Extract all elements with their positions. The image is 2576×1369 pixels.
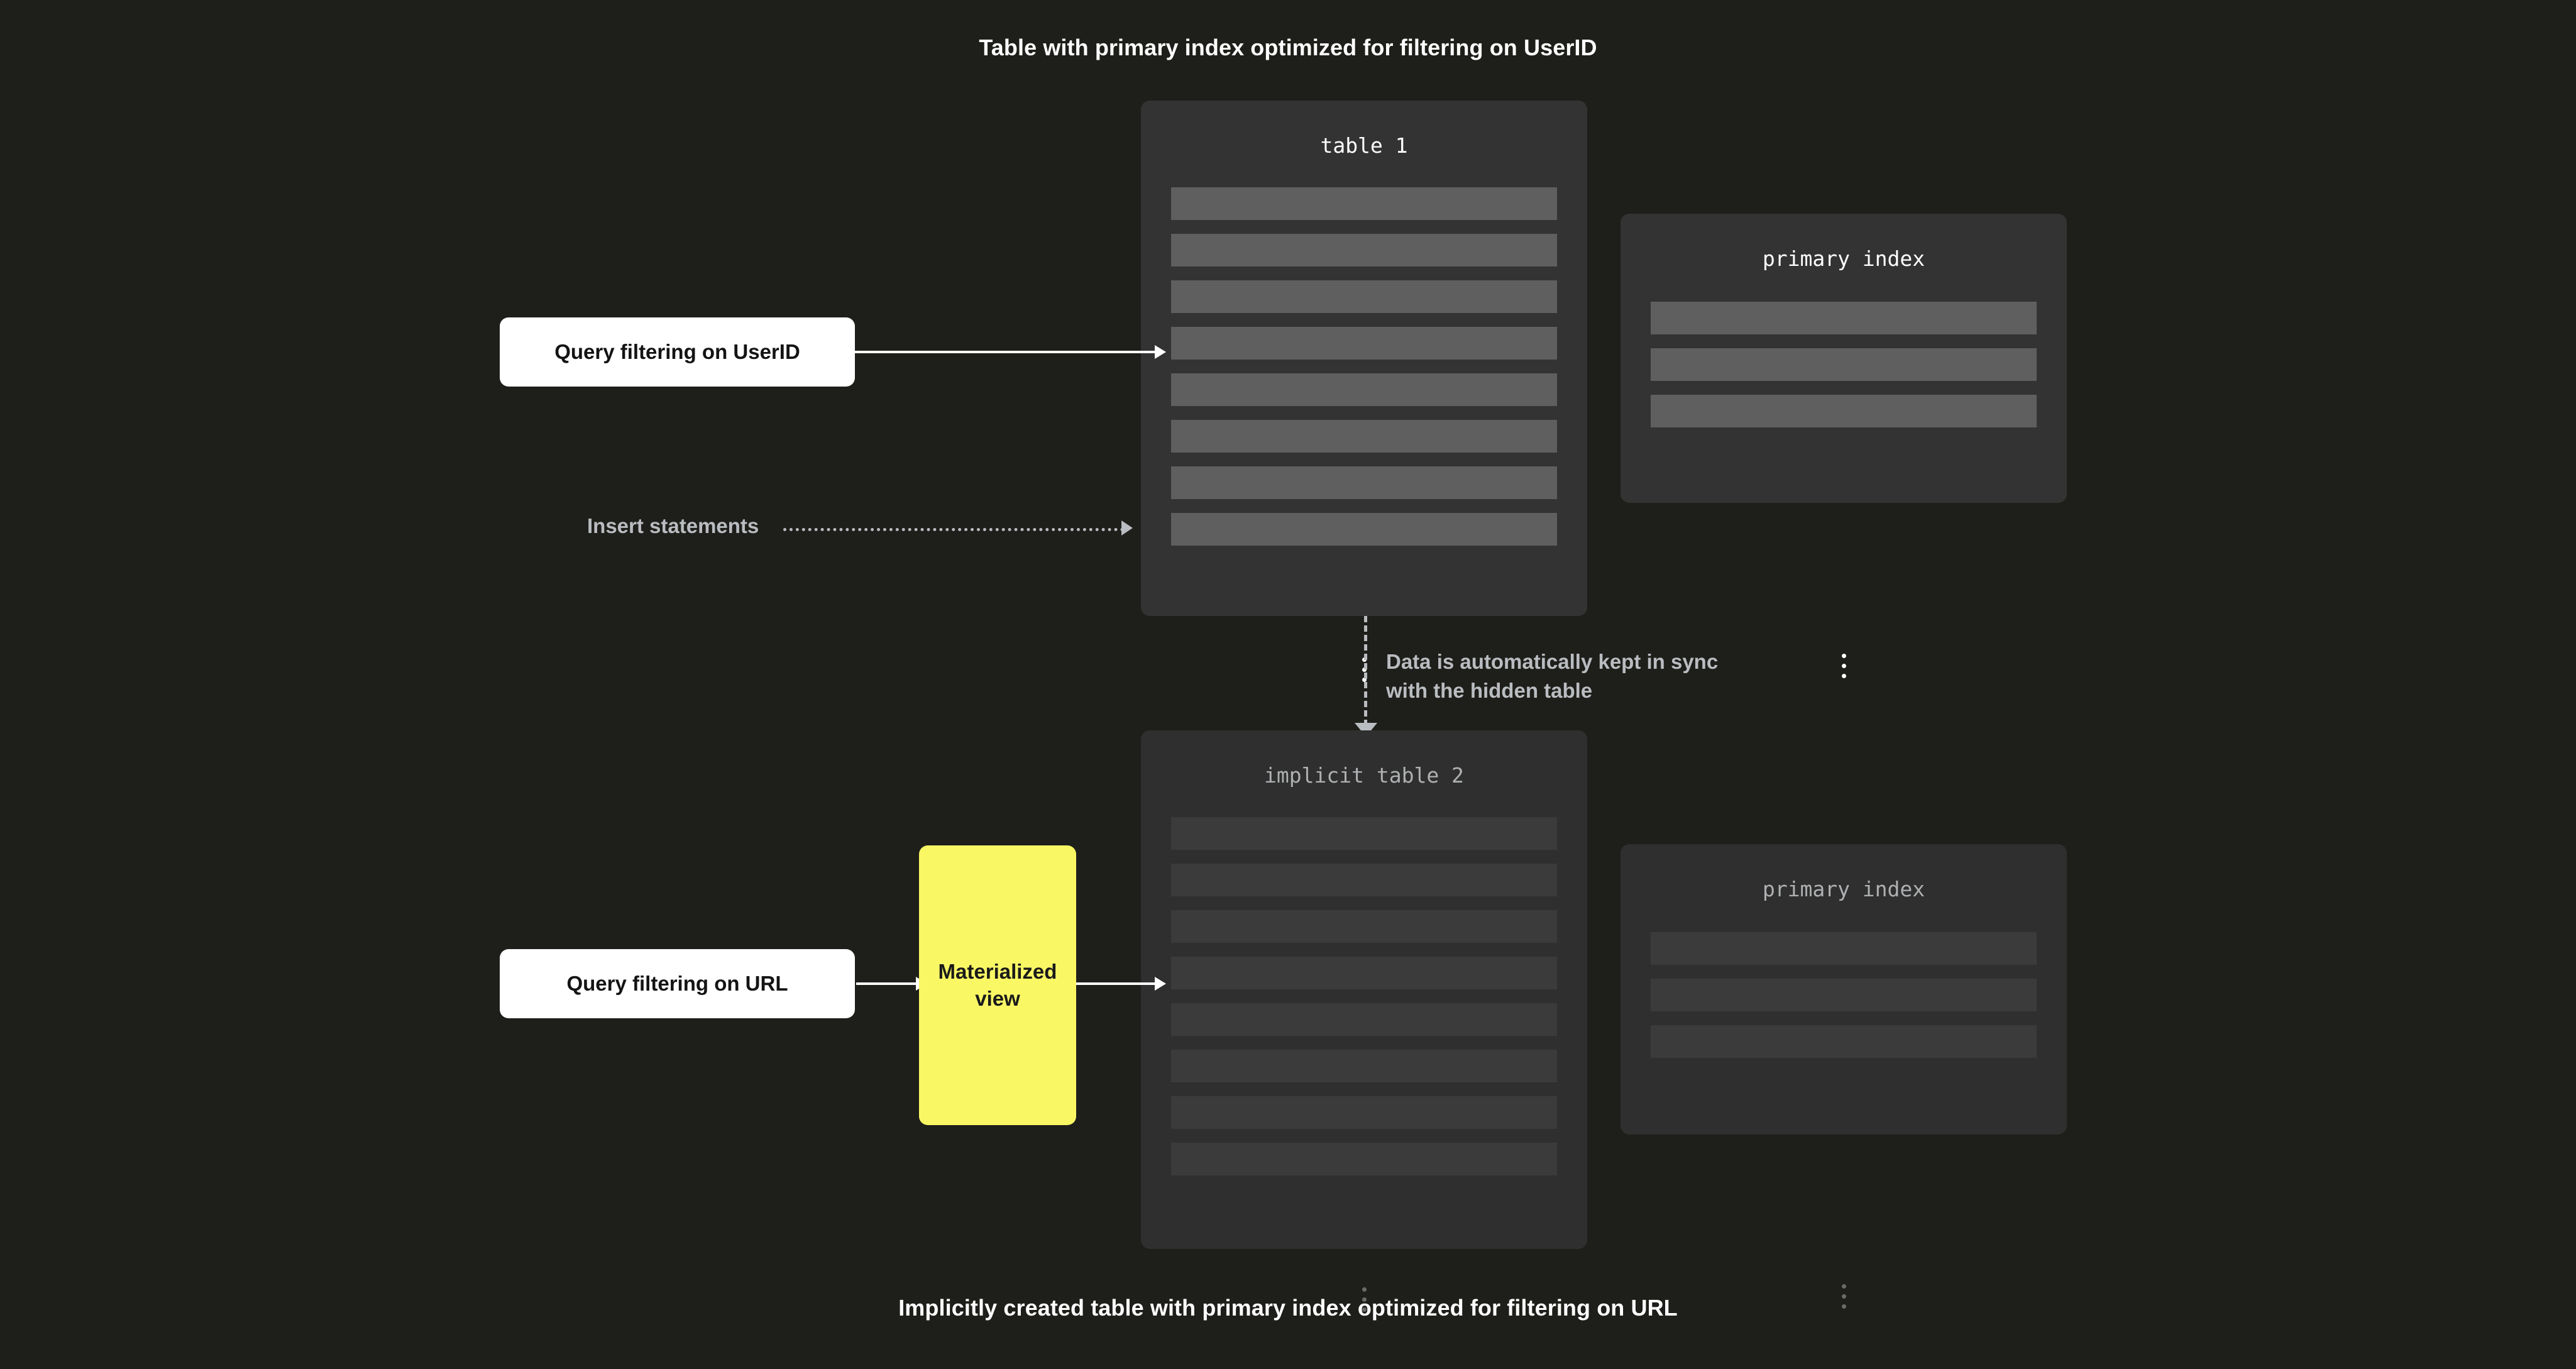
primary-index-bottom-ellipsis-icon bbox=[1621, 1284, 2067, 1309]
primary-index-bottom-card: primary index bbox=[1621, 844, 2067, 1309]
ellipsis-dot bbox=[1362, 1297, 1367, 1302]
arrow-materialized-view-to-implicit-table-2 bbox=[1076, 982, 1157, 985]
table-row bbox=[1171, 1096, 1557, 1129]
table-1-title: table 1 bbox=[1320, 133, 1408, 158]
table-row bbox=[1171, 280, 1557, 313]
table-row bbox=[1171, 957, 1557, 989]
table-row bbox=[1651, 348, 2037, 381]
arrow-query-userid-to-table-1 bbox=[855, 351, 1157, 353]
table-row bbox=[1171, 187, 1557, 220]
bottom-caption: Implicitly created table with primary in… bbox=[898, 1295, 1678, 1321]
sync-note-label: Data is automatically kept in sync with … bbox=[1386, 650, 1719, 702]
table-row bbox=[1171, 1003, 1557, 1036]
materialized-view-box[interactable]: Materialized view bbox=[919, 845, 1076, 1125]
table-1-card: table 1 bbox=[1141, 101, 1587, 682]
table-row bbox=[1651, 1025, 2037, 1058]
table-row bbox=[1651, 932, 2037, 965]
insert-statements-label: Insert statements bbox=[587, 514, 759, 537]
primary-index-top-rows bbox=[1621, 302, 2067, 427]
ellipsis-dot bbox=[1841, 654, 1846, 658]
table-row bbox=[1171, 1050, 1557, 1082]
table-row bbox=[1171, 420, 1557, 453]
table-row bbox=[1171, 910, 1557, 943]
table-row bbox=[1651, 302, 2037, 334]
table-row bbox=[1171, 513, 1557, 546]
table-row bbox=[1171, 817, 1557, 850]
table-row bbox=[1171, 1143, 1557, 1175]
table-row bbox=[1171, 373, 1557, 406]
query-filtering-userid-pill[interactable]: Query filtering on UserID bbox=[500, 317, 855, 387]
table-row bbox=[1651, 395, 2037, 427]
primary-index-top-ellipsis-icon bbox=[1621, 654, 2067, 678]
primary-index-top-title: primary index bbox=[1762, 246, 1925, 271]
arrow-query-url-to-materialized-view bbox=[856, 982, 918, 985]
ellipsis-dot bbox=[1841, 1294, 1846, 1299]
table-row bbox=[1171, 864, 1557, 896]
query-filtering-url-pill[interactable]: Query filtering on URL bbox=[500, 949, 855, 1018]
ellipsis-dot bbox=[1841, 1284, 1846, 1289]
insert-statements-arrowhead-icon bbox=[1121, 520, 1133, 536]
implicit-table-2-title: implicit table 2 bbox=[1264, 763, 1464, 788]
primary-index-top-card: primary index bbox=[1621, 214, 2067, 678]
table-row bbox=[1171, 327, 1557, 360]
insert-statements-dotted-line bbox=[783, 528, 1124, 531]
ellipsis-dot bbox=[1362, 1287, 1367, 1292]
table-row bbox=[1171, 466, 1557, 499]
top-caption: Table with primary index optimized for f… bbox=[979, 35, 1597, 60]
implicit-table-2-ellipsis-icon bbox=[1141, 1287, 1587, 1312]
ellipsis-dot bbox=[1841, 674, 1846, 678]
implicit-table-2-rows bbox=[1141, 817, 1587, 1175]
ellipsis-dot bbox=[1362, 1307, 1367, 1312]
implicit-table-2-card: implicit table 2 bbox=[1141, 730, 1587, 1312]
table-row bbox=[1651, 979, 2037, 1011]
primary-index-bottom-title: primary index bbox=[1762, 877, 1925, 901]
primary-index-bottom-rows bbox=[1621, 932, 2067, 1058]
table-1-rows bbox=[1141, 187, 1587, 546]
table-row bbox=[1171, 234, 1557, 267]
ellipsis-dot bbox=[1841, 664, 1846, 668]
ellipsis-dot bbox=[1841, 1304, 1846, 1309]
sync-dashed-line bbox=[1364, 616, 1367, 726]
